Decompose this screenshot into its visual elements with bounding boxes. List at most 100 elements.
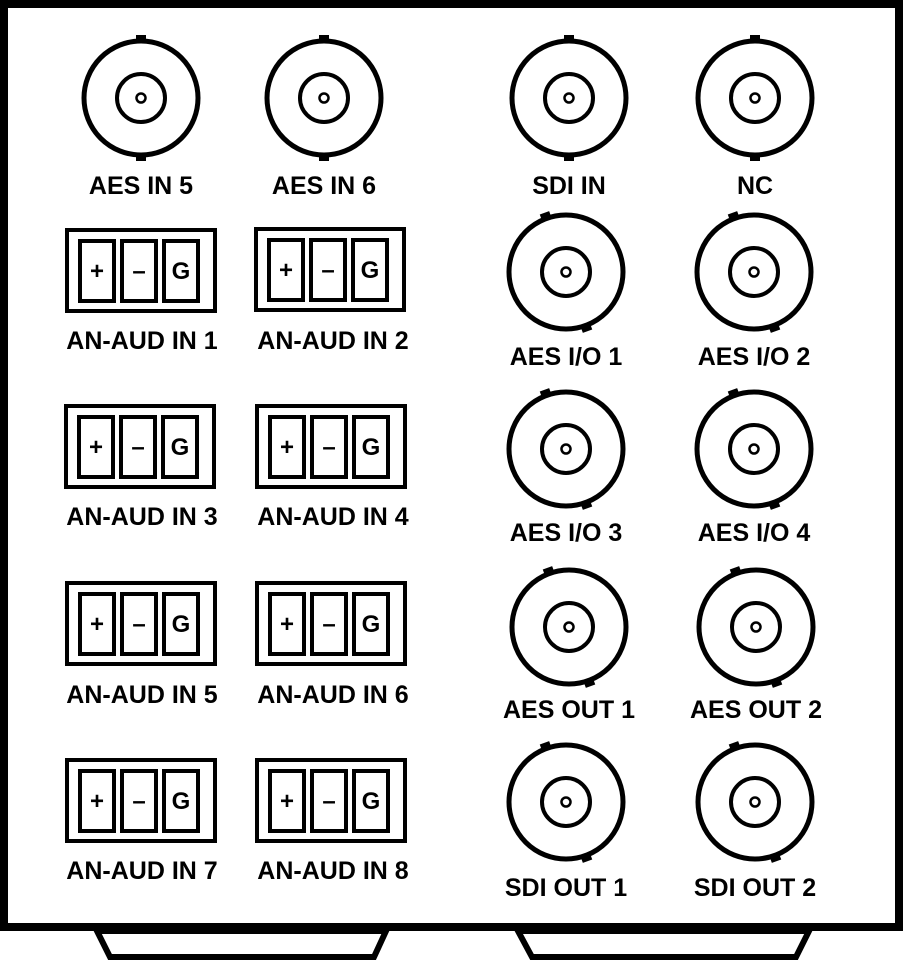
terminal-minus-slot[interactable] [120,769,158,833]
terminal-plus-slot[interactable] [77,415,115,479]
terminal-block-an-aud-in-5[interactable]: + –G AN-AUD IN 5 [65,581,218,709]
bnc-connector-sdi-out-2[interactable]: SDI OUT 2 [694,741,816,902]
terminal-block-label-an-aud-in-2: AN-AUD IN 2 [257,327,408,355]
bnc-connector-aes-out-2[interactable]: AES OUT 2 [690,566,822,724]
bnc-label-aes-in-6: AES IN 6 [272,172,376,200]
terminal-ground-label: G [172,611,191,638]
terminal-block-label-an-aud-in-5: AN-AUD IN 5 [66,681,217,709]
terminal-minus-slot[interactable] [310,769,348,833]
bnc-center-pin [560,796,572,808]
bnc-center-pin [748,266,760,278]
terminal-minus-label: – [321,257,334,284]
terminal-block-label-an-aud-in-1: AN-AUD IN 1 [66,327,217,355]
terminal-minus-slot[interactable] [120,239,158,303]
terminal-ground-slot[interactable] [162,769,200,833]
terminal-minus-slot[interactable] [310,592,348,656]
bnc-label-aes-i-o-4: AES I/O 4 [698,519,811,547]
terminal-ground-label: G [172,788,191,815]
terminal-plus-label: + [90,788,104,815]
bnc-label-sdi-out-2: SDI OUT 2 [694,874,816,902]
terminal-plus-slot[interactable] [268,592,306,656]
terminal-ground-label: G [172,258,191,285]
bnc-label-aes-i-o-1: AES I/O 1 [510,343,623,371]
terminal-plus-slot[interactable] [268,415,306,479]
bnc-center-pin [563,621,575,633]
terminal-block-label-an-aud-in-7: AN-AUD IN 7 [66,857,217,885]
bnc-connector-aes-out-1[interactable]: AES OUT 1 [503,566,635,724]
terminal-plus-label: + [89,434,103,461]
terminal-plus-slot[interactable] [78,769,116,833]
bnc-label-aes-in-5: AES IN 5 [89,172,193,200]
terminal-block-an-aud-in-7[interactable]: + –G AN-AUD IN 7 [65,758,218,885]
panel-foot-right [512,928,814,960]
terminal-ground-slot[interactable] [352,592,390,656]
terminal-block-an-aud-in-1[interactable]: +–GAN-AUD IN 1 [65,228,218,355]
terminal-block-label-an-aud-in-6: AN-AUD IN 6 [257,681,408,709]
bnc-connector-aes-in-6[interactable]: AES IN 6 [264,35,384,200]
bnc-connector-group: AES IN 5 AES IN 6 SDI IN NC AES I/O 1 AES I/O… [81,35,822,902]
bnc-label-nc: NC [737,172,773,200]
terminal-plus-slot[interactable] [267,238,305,302]
bnc-center-pin [560,443,572,455]
terminal-ground-slot[interactable] [162,239,200,303]
terminal-minus-label: – [132,788,145,815]
terminal-ground-slot[interactable] [352,769,390,833]
bnc-connector-sdi-in[interactable]: SDI IN [509,35,629,200]
terminal-ground-label: G [361,257,380,284]
bnc-center-pin [750,621,762,633]
bnc-center-pin [749,796,761,808]
terminal-block-label-an-aud-in-4: AN-AUD IN 4 [257,503,408,531]
panel-foot-left [92,928,391,960]
terminal-minus-slot[interactable] [119,415,157,479]
terminal-block-an-aud-in-3[interactable]: +–GAN-AUD IN 3 [64,404,218,531]
terminal-minus-slot[interactable] [309,238,347,302]
bnc-label-sdi-in: SDI IN [532,172,606,200]
bnc-center-pin [318,92,330,104]
bnc-label-aes-out-2: AES OUT 2 [690,696,822,724]
terminal-ground-slot[interactable] [162,592,200,656]
bnc-connector-aes-i-o-2[interactable]: AES I/O 2 [694,211,814,371]
terminal-minus-label: – [131,434,144,461]
terminal-plus-slot[interactable] [78,239,116,303]
terminal-ground-label: G [362,434,381,461]
bnc-center-pin [563,92,575,104]
terminal-plus-label: + [90,611,104,638]
terminal-ground-label: G [362,611,381,638]
terminal-block-an-aud-in-6[interactable]: + –G AN-AUD IN 6 [255,581,409,709]
bnc-label-aes-i-o-3: AES I/O 3 [510,519,623,547]
bnc-connector-aes-in-5[interactable]: AES IN 5 [81,35,201,200]
terminal-block-an-aud-in-4[interactable]: +–GAN-AUD IN 4 [255,404,409,531]
terminal-plus-label: + [279,257,293,284]
terminal-minus-label: – [132,258,145,285]
bnc-label-aes-out-1: AES OUT 1 [503,696,635,724]
bnc-label-aes-i-o-2: AES I/O 2 [698,343,811,371]
terminal-ground-slot[interactable] [161,415,199,479]
bnc-connector-aes-i-o-3[interactable]: AES I/O 3 [506,388,626,547]
terminal-block-label-an-aud-in-3: AN-AUD IN 3 [66,503,217,531]
bnc-center-pin [135,92,147,104]
terminal-block-an-aud-in-8[interactable]: +–GAN-AUD IN 8 [255,758,409,885]
bnc-center-pin [749,92,761,104]
terminal-plus-slot[interactable] [268,769,306,833]
bnc-connector-nc[interactable]: NC [695,35,815,200]
bnc-connector-aes-i-o-1[interactable]: AES I/O 1 [506,211,626,371]
terminal-minus-slot[interactable] [120,592,158,656]
terminal-ground-slot[interactable] [352,415,390,479]
terminal-plus-label: + [280,788,294,815]
terminal-minus-label: – [132,611,145,638]
terminal-minus-label: – [322,611,335,638]
bnc-center-pin [748,443,760,455]
terminal-plus-slot[interactable] [78,592,116,656]
terminal-ground-label: G [362,788,381,815]
terminal-block-group: +–GAN-AUD IN 1+–GAN-AUD IN 2+–GAN-AUD IN… [64,227,409,885]
terminal-block-label-an-aud-in-8: AN-AUD IN 8 [257,857,408,885]
bnc-label-sdi-out-1: SDI OUT 1 [505,874,627,902]
bnc-connector-aes-i-o-4[interactable]: AES I/O 4 [694,388,814,547]
terminal-block-an-aud-in-2[interactable]: + –G AN-AUD IN 2 [254,227,409,355]
terminal-plus-label: + [280,611,294,638]
terminal-ground-slot[interactable] [351,238,389,302]
bnc-connector-sdi-out-1[interactable]: SDI OUT 1 [505,741,627,902]
terminal-minus-label: – [322,434,335,461]
bnc-center-pin [560,266,572,278]
terminal-minus-slot[interactable] [310,415,348,479]
